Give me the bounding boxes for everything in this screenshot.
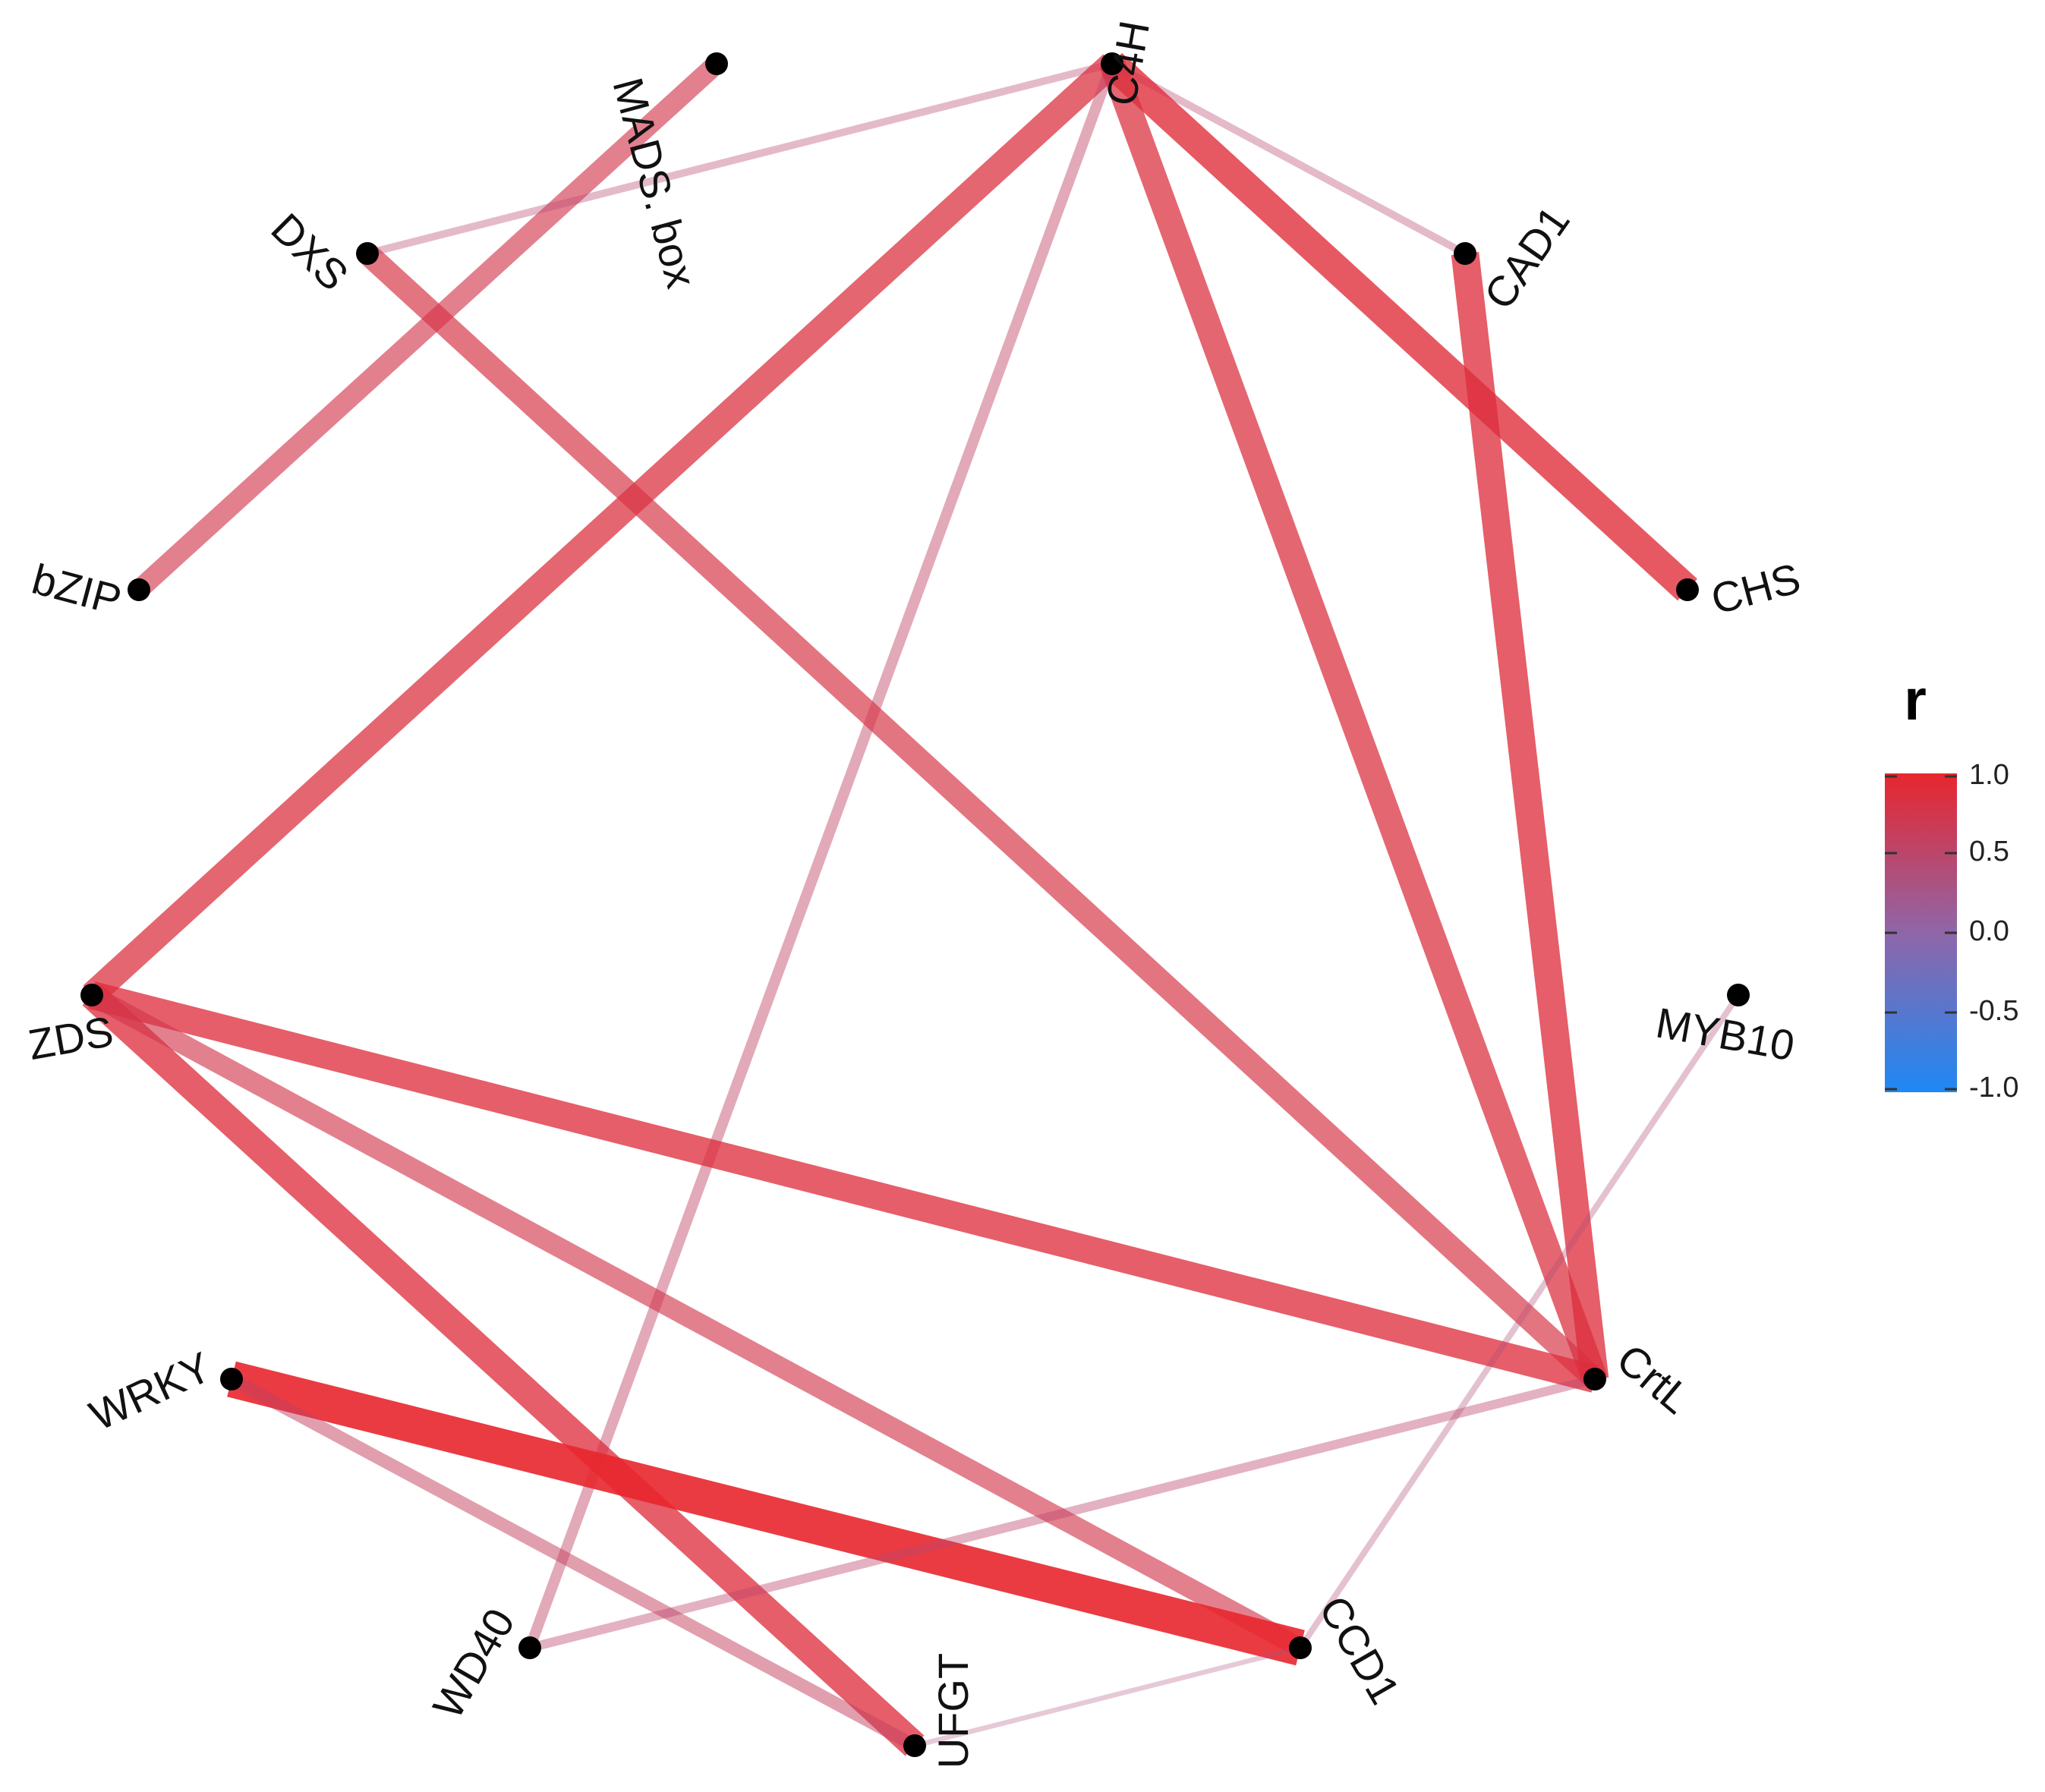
- node-wrky: [220, 1368, 243, 1390]
- node-mads: [705, 52, 728, 75]
- node-chs: [1676, 578, 1699, 601]
- edge-wrky-ccd1: [227, 1361, 1305, 1666]
- node-label-zds: ZDS: [25, 1007, 117, 1069]
- edge-crtl-wd40: [528, 1375, 1596, 1652]
- edge-zds-ufgt: [82, 984, 925, 1756]
- node-label-crtl: CrtL: [1608, 1334, 1700, 1422]
- node-label-mads: MADS. box: [603, 73, 705, 293]
- edge-myb10-ccd1: [1297, 993, 1741, 1650]
- edge-zds-crtl: [88, 981, 1599, 1393]
- node-label-ccd1: CCD1: [1310, 1588, 1410, 1712]
- node-label-cad1: CAD1: [1475, 197, 1579, 318]
- node-label-ufgt: UFGT: [929, 1653, 977, 1768]
- edge-c4h-crtl: [1099, 59, 1608, 1384]
- node-label-wd40: WD40: [424, 1601, 524, 1727]
- edge-zds-ccd1: [87, 986, 1306, 1657]
- node-myb10: [1727, 984, 1750, 1006]
- node-ccd1: [1289, 1636, 1312, 1659]
- edge-dxs-crtl: [359, 244, 1603, 1388]
- node-dxs: [356, 242, 379, 265]
- nodes-layer: [80, 52, 1750, 1757]
- edge-c4h-cad1: [1110, 60, 1467, 257]
- legend-tick-label: 1.0: [1969, 759, 2009, 791]
- node-wd40: [518, 1636, 541, 1659]
- node-cad1: [1454, 242, 1476, 265]
- node-label-chs: CHS: [1706, 554, 1806, 623]
- edge-wrky-ufgt: [228, 1373, 919, 1752]
- node-label-bzip: bZIP: [27, 555, 127, 624]
- edge-c4h-wd40: [525, 61, 1117, 1650]
- node-label-myb10: MYB10: [1653, 998, 1798, 1069]
- node-label-dxs: DXS: [262, 204, 358, 300]
- edge-cad1-crtl: [1451, 251, 1609, 1381]
- node-c4h: [1101, 52, 1123, 75]
- legend-ticks: 1.0 0.5 0.0 -0.5 -1.0: [1885, 759, 2018, 1104]
- edge-c4h-dxs: [366, 60, 1114, 257]
- node-ufgt: [903, 1734, 926, 1757]
- edge-mads-bzip: [132, 56, 723, 597]
- legend-tick-label: -0.5: [1969, 995, 2018, 1027]
- legend-tick-label: 0.0: [1969, 915, 2009, 947]
- color-legend: r 1.0 0.5 0.0 -0.5 -1.0: [1885, 668, 2018, 1104]
- edge-c4h-chs: [1102, 52, 1697, 601]
- node-label-wrky: WRKY: [83, 1343, 219, 1440]
- legend-tick-label: -1.0: [1969, 1072, 2018, 1104]
- node-crtl: [1583, 1368, 1606, 1390]
- edges-layer: [82, 52, 1741, 1756]
- node-zds: [80, 984, 103, 1006]
- edge-ccd1-ufgt: [914, 1645, 1301, 1749]
- legend-title: r: [1904, 668, 1927, 732]
- edge-c4h-zds: [83, 54, 1121, 1005]
- legend-tick-label: 0.5: [1969, 836, 2009, 868]
- node-bzip: [128, 578, 150, 601]
